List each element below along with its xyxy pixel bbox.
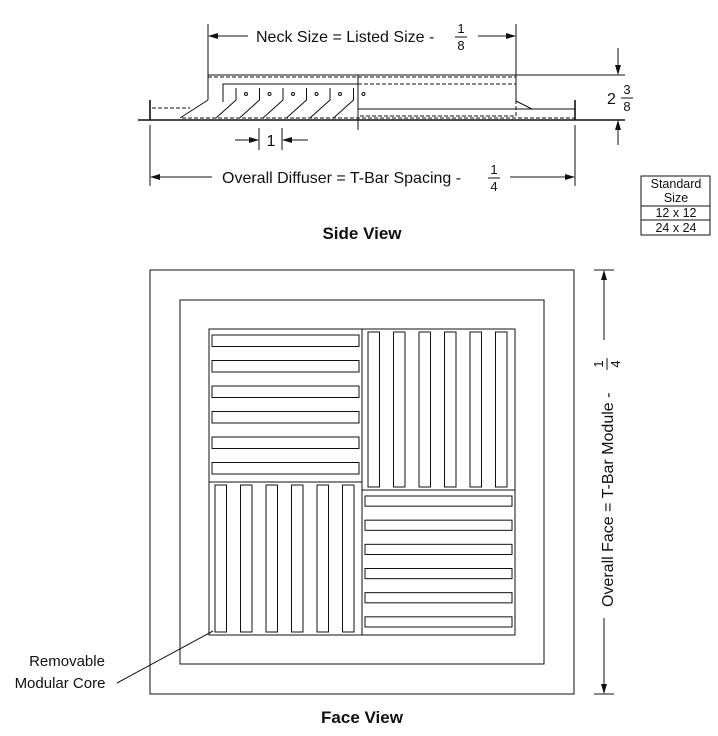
vertical-slot-quadrant: [361, 328, 516, 491]
slot: [418, 331, 431, 488]
overall-face-dimension: Overall Face = T-Bar Module - 1 4: [591, 269, 623, 695]
pivot: [244, 92, 248, 96]
side-view: Neck Size = Listed Size - 1 8: [138, 21, 633, 243]
face-frac-den: 4: [608, 360, 623, 367]
pivot: [314, 92, 319, 96]
height-whole: 2: [607, 91, 616, 108]
neck-frac-num: 1: [457, 21, 464, 36]
slot: [211, 436, 360, 449]
slot: [211, 385, 360, 398]
slot: [342, 484, 355, 633]
neck-dimension: Neck Size = Listed Size - 1 8: [207, 21, 517, 78]
horizontal-slot-quadrant: [361, 489, 516, 636]
slot: [367, 331, 380, 488]
slot: [364, 568, 513, 580]
overall-face-label: Overall Face = T-Bar Module -: [600, 393, 617, 607]
callout-line-2: Modular Core: [15, 675, 106, 692]
slot: [495, 331, 508, 488]
slot: [211, 360, 360, 373]
neck-frac-den: 8: [457, 38, 464, 53]
face-view-title: Face View: [321, 708, 404, 727]
diffuser-profile: [138, 74, 625, 130]
blade: [309, 88, 331, 119]
overall-frac-num: 1: [490, 162, 497, 177]
pivot: [361, 92, 366, 96]
blade-spacing-label: 1: [267, 133, 276, 150]
table-row: 24 x 24: [655, 221, 696, 235]
removable-core-callout: Removable Modular Core: [15, 630, 214, 692]
pivot: [291, 92, 295, 96]
slot: [211, 334, 360, 347]
slot: [364, 592, 513, 604]
face-view: Overall Face = T-Bar Module - 1 4 Remova…: [15, 269, 623, 727]
slot: [214, 484, 227, 633]
slot: [265, 484, 278, 633]
slot: [364, 616, 513, 628]
pivot: [267, 92, 272, 96]
blade: [286, 88, 307, 119]
slot: [211, 462, 360, 475]
height-dimension: 2 3 8: [607, 48, 633, 145]
table-row: 12 x 12: [655, 206, 696, 220]
overall-diffuser-dimension: Overall Diffuser = T-Bar Spacing - 1 4: [149, 125, 576, 194]
inner-frame: [179, 299, 545, 665]
slot: [393, 331, 406, 488]
core-quadrants: [208, 328, 516, 636]
height-frac-den: 8: [623, 99, 630, 114]
slot: [364, 495, 513, 507]
blade: [215, 88, 237, 119]
slot: [364, 519, 513, 531]
horizontal-slot-quadrant: [208, 328, 363, 483]
side-view-title: Side View: [322, 224, 402, 243]
blade-spacing-dimension: 1: [235, 128, 308, 150]
neck-size-label: Neck Size = Listed Size -: [256, 29, 434, 46]
slot: [291, 484, 304, 633]
outer-face: [149, 269, 575, 695]
blade: [262, 88, 284, 119]
height-frac-num: 3: [623, 82, 630, 97]
blade: [333, 88, 354, 119]
slot: [316, 484, 329, 633]
overall-frac-den: 4: [490, 179, 497, 194]
slot: [240, 484, 253, 633]
face-frac-num: 1: [591, 360, 606, 367]
vertical-slot-quadrant: [208, 481, 363, 636]
slot: [444, 331, 457, 488]
overall-diffuser-label: Overall Diffuser = T-Bar Spacing -: [222, 170, 461, 187]
callout-line-1: Removable: [29, 653, 105, 670]
slot: [211, 411, 360, 424]
blade: [239, 88, 260, 119]
slot: [364, 543, 513, 555]
slot: [469, 331, 482, 488]
pivot: [338, 92, 342, 96]
